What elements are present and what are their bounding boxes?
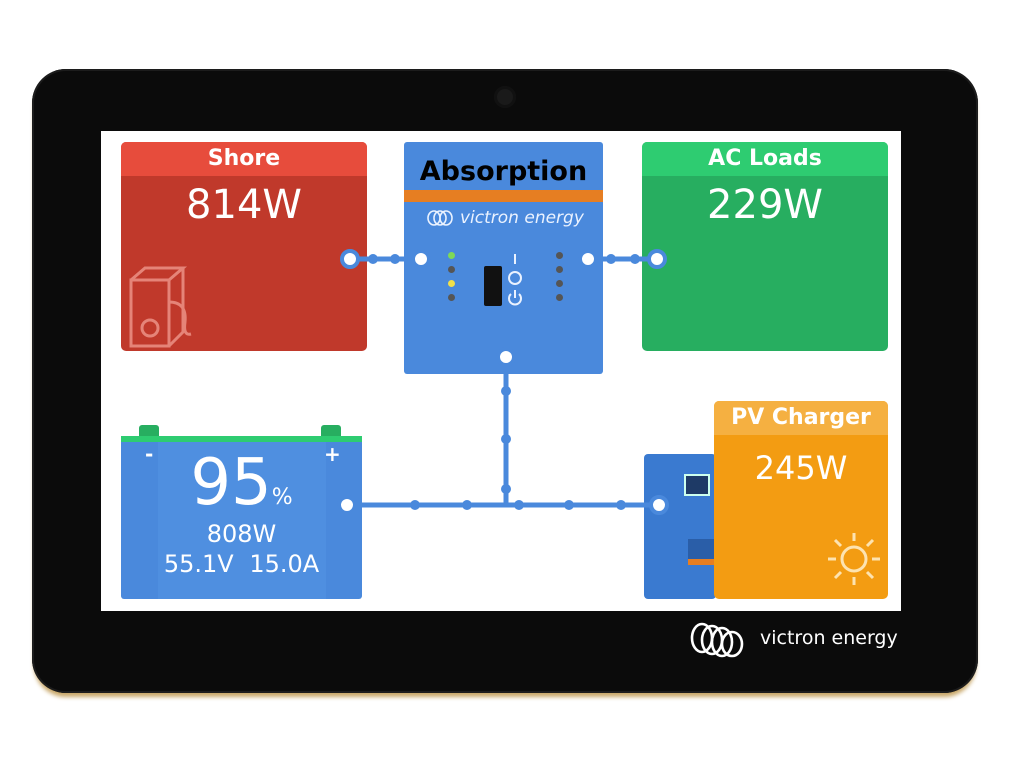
- pv-charger-title: PV Charger: [714, 401, 888, 435]
- power-flow-wires: [337, 249, 669, 515]
- battery-soc-unit: %: [271, 485, 293, 510]
- ac-loads-tile[interactable]: AC Loads 229W: [642, 142, 888, 351]
- inverter-brand: victron energy: [426, 208, 584, 228]
- battery-terminal-negative: [139, 425, 159, 436]
- battery-top-bar: [121, 436, 362, 442]
- led-right-4: [556, 294, 563, 301]
- inverter-charger-tile[interactable]: Absorption victron energy: [404, 142, 603, 374]
- shore-power: 814W: [186, 182, 302, 228]
- victron-logo-icon: [690, 622, 744, 658]
- battery-voltage-current: 55.1V 15.0A: [121, 550, 362, 578]
- ac-loads-title: AC Loads: [642, 142, 888, 176]
- battery-soc: 95%: [121, 446, 362, 520]
- power-switch-icon: [508, 254, 522, 306]
- battery-minus: -: [145, 442, 154, 466]
- shore-title: Shore: [121, 142, 367, 176]
- inverter-switch[interactable]: [484, 266, 502, 306]
- battery-voltage: 55.1V: [163, 550, 234, 578]
- victron-logo-icon: [427, 210, 453, 226]
- bezel-brand-text: victron energy: [760, 627, 898, 649]
- pv-charger-power: 245W: [754, 449, 848, 487]
- mppt-device-image: [644, 454, 716, 599]
- battery-center-band: [158, 442, 326, 599]
- battery-terminal-positive: [321, 425, 341, 436]
- inverter-stripe: [404, 190, 603, 202]
- battery-soc-value: 95: [190, 446, 272, 520]
- mppt-display: [684, 474, 710, 496]
- ac-loads-power: 229W: [707, 182, 823, 228]
- shore-plug-icon: [129, 266, 192, 348]
- led-gray-2: [448, 294, 455, 301]
- shore-tile[interactable]: Shore 814W: [121, 142, 367, 351]
- led-green: [448, 252, 455, 259]
- battery-plus: +: [324, 442, 341, 466]
- led-right-3: [556, 280, 563, 287]
- overview-screen: Shore 814W Absorption victron energy: [101, 131, 901, 611]
- battery-power: 808W: [206, 520, 277, 548]
- inverter-brand-text: victron energy: [460, 208, 584, 228]
- led-yellow: [448, 280, 455, 287]
- mppt-orange-stripe: [688, 559, 716, 565]
- led-right-2: [556, 266, 563, 273]
- led-gray-1: [448, 266, 455, 273]
- camera-icon: [494, 86, 516, 108]
- bezel-brand: victron energy: [688, 618, 898, 658]
- battery-tile[interactable]: - + 95% 808W 55.1V 15.0A: [121, 425, 362, 599]
- charge-state: Absorption: [419, 156, 588, 187]
- led-right-1: [556, 252, 563, 259]
- sun-icon: [828, 533, 880, 585]
- pv-charger-tile[interactable]: PV Charger 245W: [714, 401, 888, 599]
- battery-current: 15.0A: [249, 550, 320, 578]
